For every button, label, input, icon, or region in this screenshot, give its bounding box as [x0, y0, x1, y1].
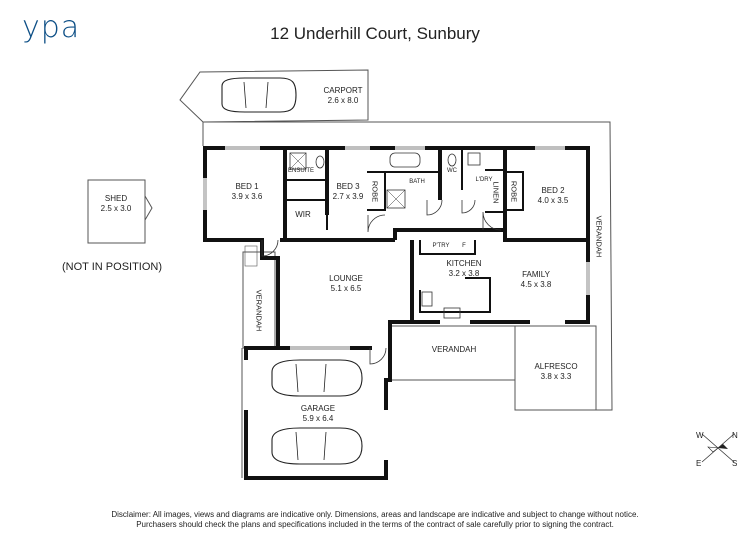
compass-n: N: [732, 431, 738, 440]
passage-wall: [393, 228, 588, 242]
disclaimer: Disclaimer: All images, views and diagra…: [0, 510, 750, 530]
wc-label: WC: [447, 168, 457, 174]
boundary-line: [203, 121, 613, 411]
verandah-left-label: VERANDAH: [254, 289, 264, 332]
compass-e: E: [696, 459, 701, 468]
verandah-right-label: VERANDAH: [594, 215, 604, 258]
ensuite-label: ENSUITE: [287, 168, 314, 174]
linen-label: LINEN: [491, 181, 501, 204]
bed2-robe-label: ROBE: [509, 180, 519, 203]
disclaimer-line-2: Purchasers should check the plans and sp…: [136, 520, 614, 529]
shed-door-mark: [144, 195, 153, 221]
brand-logo: ypa: [22, 10, 81, 45]
wir-wall: [285, 199, 328, 230]
laundry-label: L'DRY: [475, 177, 493, 183]
compass-s: S: [732, 459, 737, 468]
disclaimer-line-1: Disclaimer: All images, views and diagra…: [111, 510, 639, 519]
garage-car-icon-bottom: [271, 427, 363, 465]
not-in-position-note: (NOT IN POSITION): [62, 261, 163, 273]
shed-outline: [87, 179, 146, 244]
linen-wall: [485, 169, 506, 213]
carport-car-icon: [221, 77, 297, 113]
pantry-label: P'TRY: [432, 243, 450, 249]
fridge-label: F: [462, 243, 466, 249]
bed3-robe-wall: [367, 171, 386, 211]
carport-outline: [179, 69, 369, 123]
verandah-bottom-label: VERANDAH: [431, 345, 477, 354]
alfresco-outline: [514, 325, 597, 411]
compass-icon: N W E S: [696, 431, 738, 468]
kitchen-bench: [419, 277, 491, 313]
wir-label: WIR: [295, 210, 311, 219]
bed2-robe-wall: [505, 171, 524, 211]
compass-w: W: [696, 431, 704, 440]
bed3-robe-label: ROBE: [370, 180, 380, 203]
property-address-title: 12 Underhill Court, Sunbury: [270, 24, 480, 43]
pantry-wall: [419, 240, 476, 255]
garage-car-icon-top: [271, 359, 363, 397]
bath-label: BATH: [409, 179, 425, 185]
